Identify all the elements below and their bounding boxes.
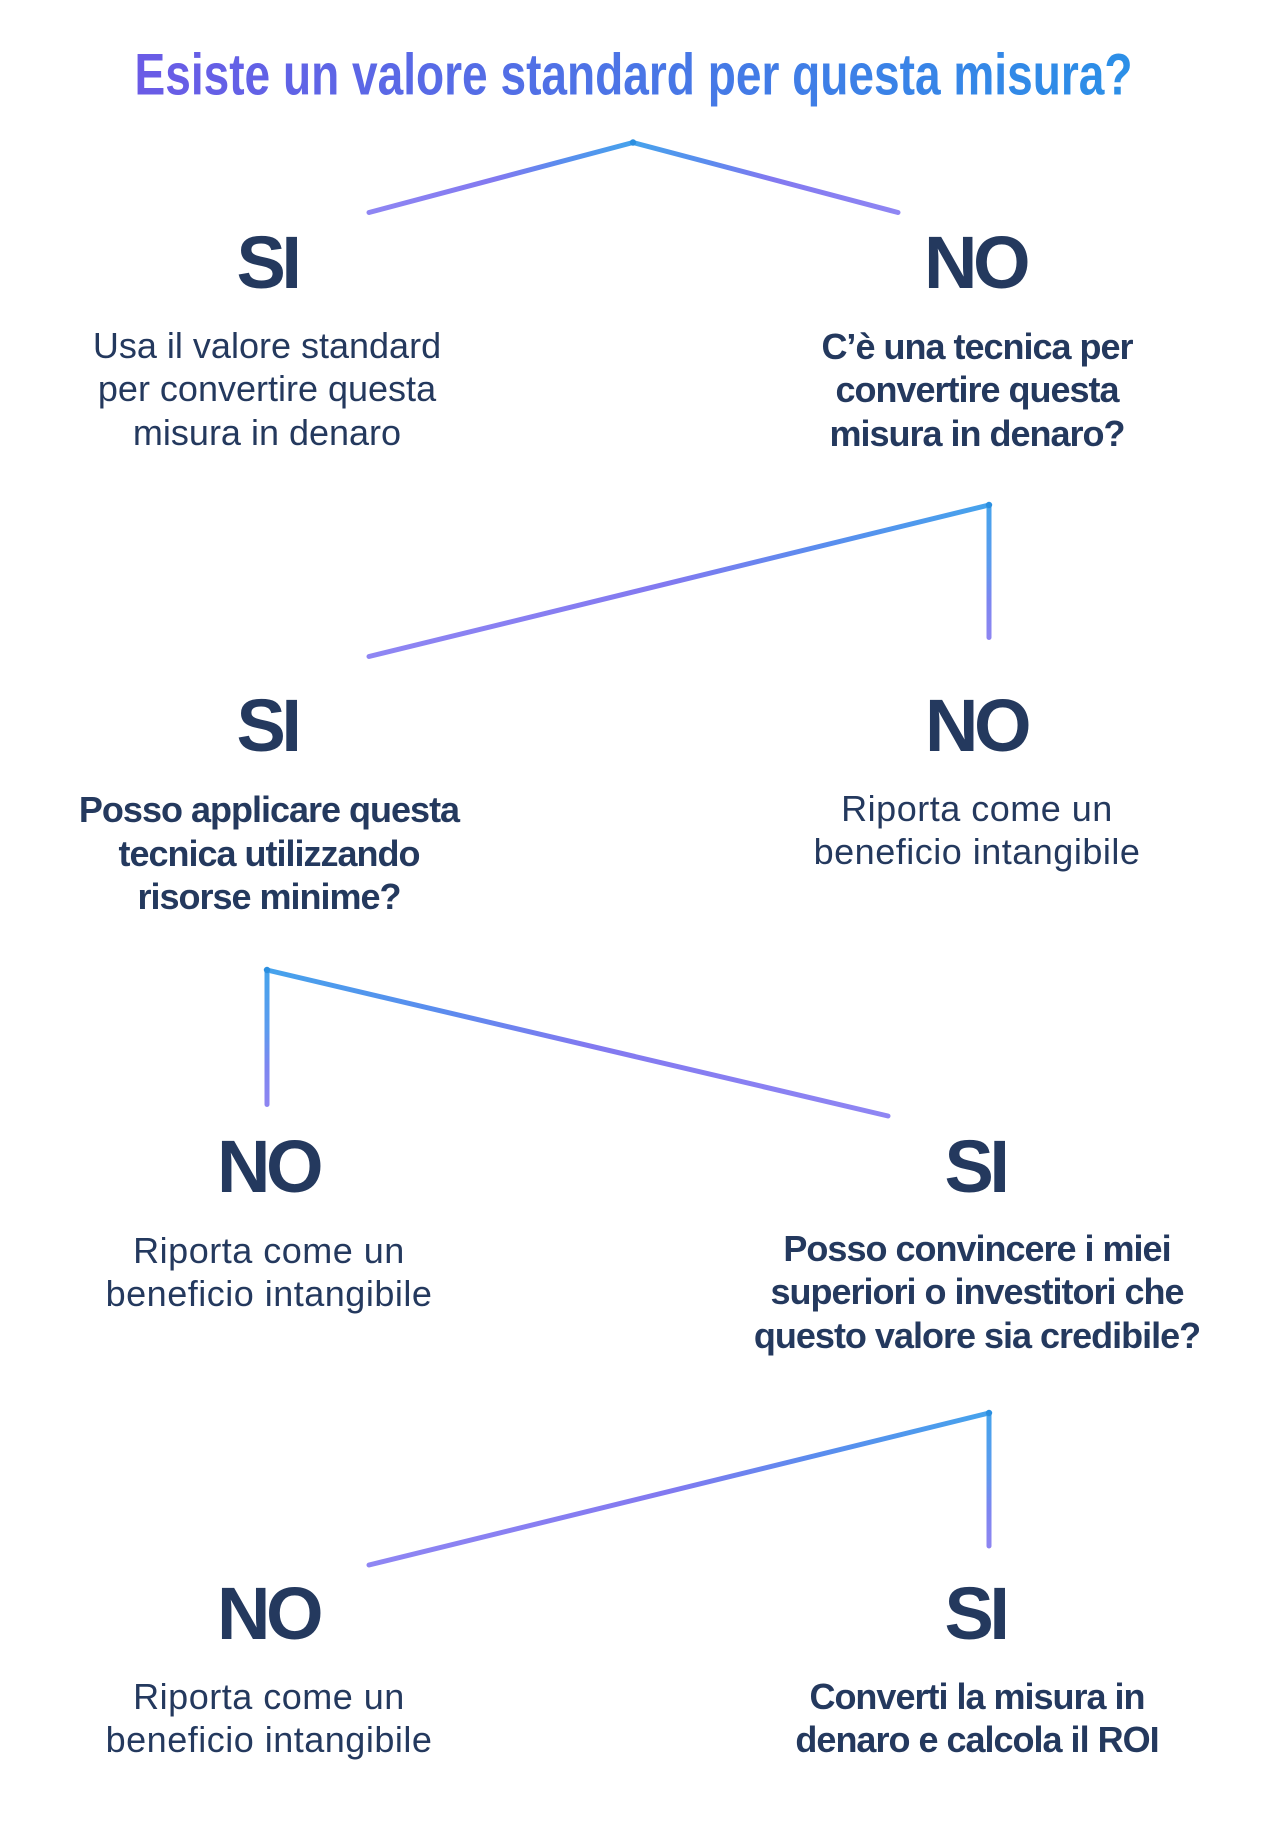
svg-text:Esiste un valore standard per: Esiste un valore standard per questa mis… (135, 42, 1133, 107)
